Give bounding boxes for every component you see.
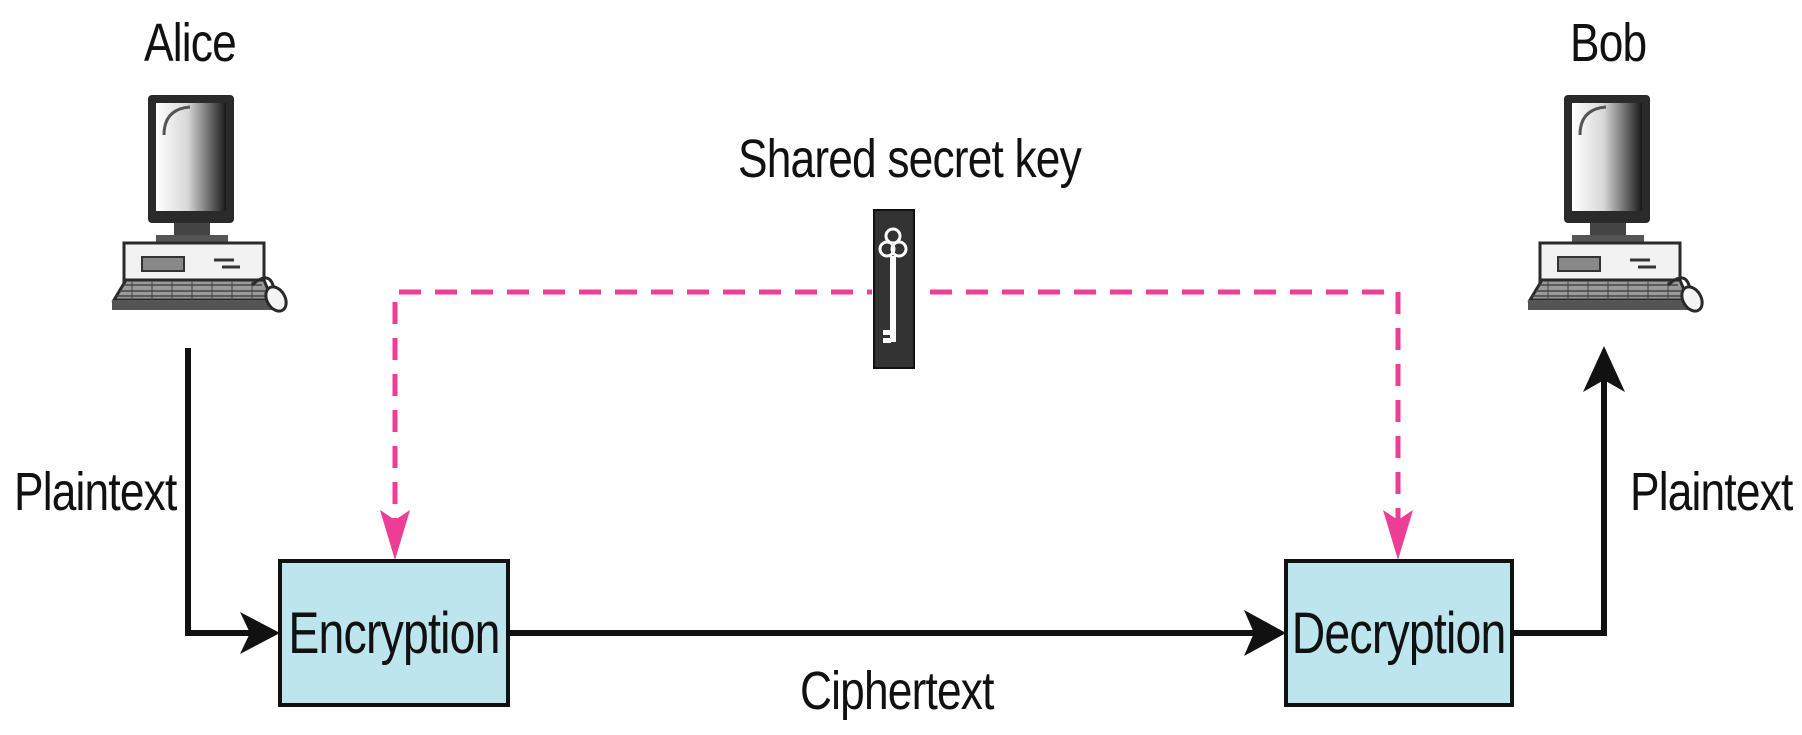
encryption-label: Encryption [288,600,500,666]
plaintext-output-label: Plaintext [1630,462,1793,522]
ciphertext-label: Ciphertext [800,661,994,721]
key-distribution-line [392,289,872,540]
arrowhead-icon [240,612,280,654]
computer-icon [1527,95,1704,313]
receiver-name: Bob [1570,13,1647,73]
arrowhead-icon [1383,510,1413,560]
sender-name: Alice [144,13,237,73]
encryption-box: Encryption [278,559,510,707]
arrowhead-icon [380,510,410,560]
plaintext-input-label: Plaintext [14,462,177,522]
plaintext-output-arrow [1510,372,1607,636]
arrowhead-icon [1244,610,1286,656]
decryption-box: Decryption [1284,559,1514,707]
decryption-label: Decryption [1292,600,1507,666]
plaintext-input-arrow [185,348,262,636]
shared-key-label: Shared secret key [738,129,1082,189]
arrowhead-icon [1583,346,1625,392]
computer-icon [111,95,288,313]
key-icon [873,209,915,369]
key-distribution-line [930,289,1401,540]
